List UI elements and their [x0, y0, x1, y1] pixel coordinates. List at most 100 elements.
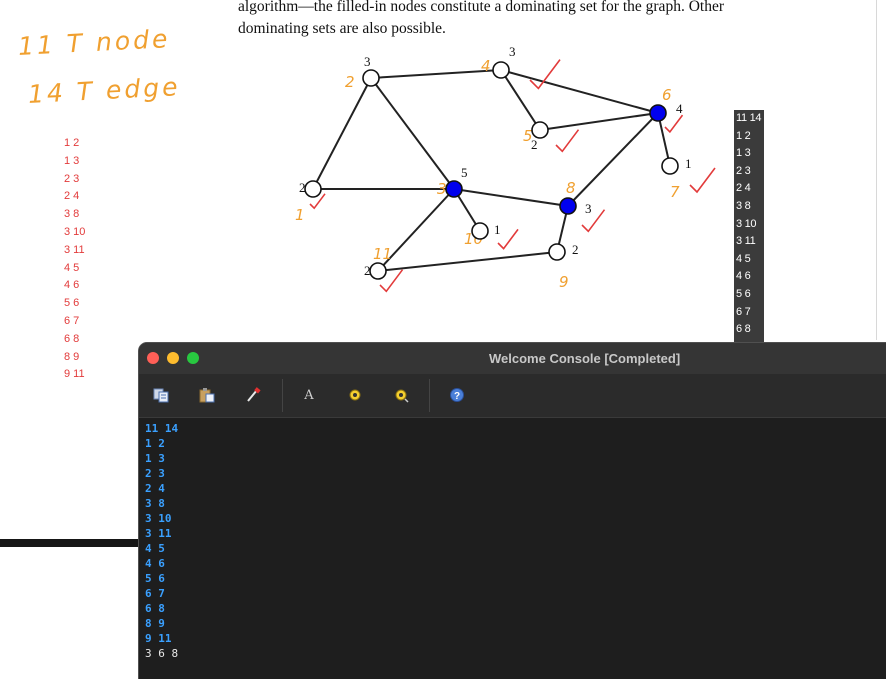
filled-graph-node: [559, 197, 577, 215]
find-next-icon[interactable]: [391, 385, 411, 405]
console-result-line: 3 6 8: [145, 647, 179, 660]
copy-icon[interactable]: [151, 385, 171, 405]
console-line: 4 5: [145, 542, 165, 555]
console-line: 2 3: [145, 467, 165, 480]
handwritten-node-number: 9: [559, 273, 569, 291]
graph-edge: [500, 69, 541, 131]
help-icon[interactable]: ?: [447, 385, 467, 405]
node-degree-label: 5: [461, 165, 468, 180]
graph-edge: [500, 69, 659, 114]
check-mark-icon: [379, 269, 404, 293]
clear-icon[interactable]: [243, 385, 263, 405]
handwritten-node-number: 6: [662, 86, 672, 104]
console-line: 9 11: [145, 632, 172, 645]
console-line: 6 8: [145, 602, 165, 615]
side-panel-item: 4 5: [736, 252, 751, 265]
console-window[interactable]: Welcome Console [Completed] A ?: [138, 342, 886, 679]
side-panel-item: 3 10: [736, 217, 757, 230]
console-line: 11 14: [145, 422, 179, 435]
graph-node: [304, 180, 322, 198]
graph-node: [369, 262, 387, 280]
edge-list-item: 4 6: [64, 279, 80, 292]
console-line: 3 11: [145, 527, 172, 540]
check-mark-icon: [581, 209, 606, 233]
node-degree-label: 1: [685, 156, 692, 171]
graph-edge: [657, 112, 671, 167]
background-window-edge: [0, 539, 140, 547]
toolbar-separator: [429, 379, 430, 412]
minimize-button[interactable]: [167, 352, 179, 364]
graph-edge: [567, 112, 659, 207]
edge-list-item: 2 3: [64, 172, 80, 185]
divider-line: [876, 0, 877, 340]
edge-list-item: 5 6: [64, 297, 80, 310]
side-panel-item: 2 4: [736, 182, 751, 195]
side-panel-item: 3 8: [736, 199, 751, 212]
graph-node: [531, 121, 549, 139]
graph-edge: [370, 77, 455, 190]
edge-list-item: 6 7: [64, 314, 80, 327]
handwritten-node-number: 11: [373, 245, 392, 263]
graph-edge: [453, 188, 569, 207]
side-panel-item: 5 6: [736, 287, 751, 300]
check-mark-icon: [309, 193, 326, 210]
node-degree-label: 2: [299, 180, 306, 195]
edge-list-item: 1 2: [64, 137, 80, 149]
edge-list-item: 1 3: [64, 154, 80, 167]
document-line-2: dominating sets are also possible.: [238, 20, 446, 37]
edge-list-item: 4 5: [64, 261, 80, 274]
handwritten-node-number: 8: [566, 179, 576, 197]
side-panel-item: 4 6: [736, 270, 751, 283]
edge-list-item: 8 9: [64, 350, 80, 363]
handwritten-node-number: 3: [437, 180, 447, 198]
find-icon[interactable]: [345, 385, 365, 405]
console-line: 2 4: [145, 482, 165, 495]
console-line: 4 6: [145, 557, 165, 570]
graph-edge: [539, 112, 659, 131]
side-panel-item: 2 3: [736, 164, 751, 177]
node-degree-label: 2: [572, 242, 579, 257]
console-titlebar[interactable]: Welcome Console [Completed]: [139, 343, 886, 374]
handwritten-node-number: 4: [481, 57, 491, 75]
edge-list-item: 3 8: [64, 208, 80, 221]
handwritten-node-number: 1: [295, 206, 305, 224]
paste-icon[interactable]: [197, 385, 217, 405]
graph-node: [548, 243, 566, 261]
console-line: 5 6: [145, 572, 165, 585]
filled-graph-node: [445, 180, 463, 198]
console-line: 1 3: [145, 452, 165, 465]
console-line: 3 10: [145, 512, 172, 525]
check-mark-icon: [497, 228, 519, 250]
font-icon[interactable]: A: [304, 387, 314, 403]
close-button[interactable]: [147, 352, 159, 364]
graph-edge: [370, 69, 502, 79]
node-degree-label: 3: [585, 201, 592, 216]
side-panel-item: 3 11: [736, 235, 756, 248]
filled-graph-node: [649, 104, 667, 122]
edge-list-item: 3 10: [64, 225, 86, 238]
console-line: 3 8: [145, 497, 165, 510]
edge-list-item: 9 11: [64, 368, 85, 381]
console-toolbar: A ?: [139, 374, 886, 418]
zoom-button[interactable]: [187, 352, 199, 364]
svg-text:?: ?: [454, 391, 460, 402]
console-line: 6 7: [145, 587, 165, 600]
handwritten-node-number: 5: [523, 127, 533, 145]
side-panel-item: 11 14: [736, 112, 762, 124]
side-panel-item: 1 2: [736, 129, 751, 142]
handwritten-node-number: 7: [670, 183, 680, 201]
node-degree-label: 2: [531, 137, 538, 152]
graph-edge: [377, 188, 455, 272]
document-text: algorithm—the filled-in nodes constitute…: [238, 0, 724, 40]
check-mark-icon: [664, 114, 684, 134]
node-degree-label: 2: [364, 263, 371, 278]
side-panel-item: 1 3: [736, 147, 751, 160]
node-degree-label: 4: [676, 101, 683, 116]
graph-node: [492, 61, 510, 79]
document-line-1: algorithm—the filled-in nodes constitute…: [238, 0, 724, 15]
